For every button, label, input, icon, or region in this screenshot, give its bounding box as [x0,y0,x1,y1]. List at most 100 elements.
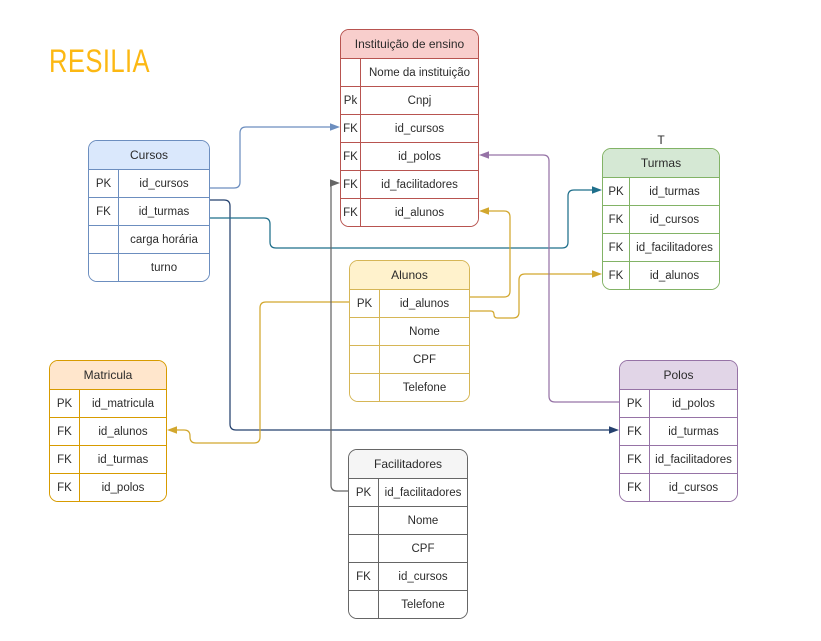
entity-title-matricula: Matricula [50,361,166,390]
key-cell: FK [89,198,119,225]
field-cell: id_alunos [399,297,450,310]
entity-row-instituicao-de-ensino-cnpj[interactable]: Pk Cnpj [341,87,478,115]
entity-row-polos-id_polos[interactable]: PK id_polos [620,390,737,418]
field-cell: id_polos [101,482,145,494]
field-cell: id_facilitadores [381,178,458,191]
key-cell: FK [603,262,630,289]
key-cell: FK [620,418,650,445]
field-cell: id_turmas [668,425,719,438]
entity-row-matricula-id_alunos[interactable]: FK id_alunos [50,418,166,446]
field-cell: CPF [413,353,436,366]
key-cell: FK [50,446,80,473]
field-cell: id_facilitadores [384,486,462,499]
entity-annotation-turmas: T [657,133,665,147]
entity-row-turmas-id_cursos[interactable]: FK id_cursos [603,206,719,234]
key-cell: FK [50,474,80,501]
key-cell: FK [603,234,630,261]
field-cell: Nome da instituição [369,66,470,79]
key-cell [341,59,361,86]
entity-title-turmas: Turmas [603,149,719,178]
field-cell: id_cursos [668,482,719,494]
connector-cursos-id_cursos-to-instituicao-fk-id_cursos[interactable] [210,126,330,189]
entity-row-alunos-id_alunos[interactable]: PK id_alunos [350,290,469,318]
arrowhead-icon [592,270,602,278]
entity-row-facilitadores-cpf[interactable]: CPF [349,535,467,563]
field-cell: id_cursos [649,213,700,226]
key-cell: PK [620,390,650,417]
entity-title-facilitadores: Facilitadores [349,450,467,479]
key-cell [349,507,379,534]
entity-row-facilitadores-id_cursos[interactable]: FK id_cursos [349,563,467,591]
entity-row-facilitadores-telefone[interactable]: Telefone [349,591,467,618]
key-cell: FK [620,446,650,473]
entity-row-cursos-carga-hor-ria[interactable]: carga horária [89,226,209,254]
entity-row-matricula-id_matricula[interactable]: PK id_matricula [50,390,166,418]
key-cell: FK [50,418,80,445]
arrowhead-icon [167,426,177,434]
field-cell: Nome [409,325,440,338]
key-cell: FK [349,563,379,590]
field-cell: id_polos [398,150,441,163]
entity-row-polos-id_facilitadores[interactable]: FK id_facilitadores [620,446,737,474]
arrowhead-icon [592,186,602,194]
key-cell: PK [603,178,630,205]
field-cell: id_cursos [139,177,189,190]
key-cell: FK [603,206,630,233]
entity-row-facilitadores-nome[interactable]: Nome [349,507,467,535]
entity-row-polos-id_cursos[interactable]: FK id_cursos [620,474,737,501]
key-cell: Pk [341,87,361,114]
field-cell: carga horária [130,233,198,246]
key-cell: PK [350,290,380,317]
entity-row-polos-id_turmas[interactable]: FK id_turmas [620,418,737,446]
field-cell: id_cursos [398,570,448,583]
entity-row-matricula-id_polos[interactable]: FK id_polos [50,474,166,501]
entity-row-instituicao-de-ensino-id_facilitadores[interactable]: FK id_facilitadores [341,171,478,199]
entity-row-alunos-telefone[interactable]: Telefone [350,374,469,401]
connector-alunos-id_alunos-to-turmas-fk-id_alunos[interactable] [470,273,592,319]
key-cell [89,254,119,281]
entity-row-alunos-cpf[interactable]: CPF [350,346,469,374]
field-cell: id_matricula [92,397,154,410]
entity-row-cursos-id_cursos[interactable]: PK id_cursos [89,170,209,198]
key-cell: FK [341,115,361,142]
key-cell [350,374,380,401]
field-cell: id_facilitadores [655,453,732,466]
arrowhead-icon [330,179,340,187]
key-cell: FK [341,171,361,198]
field-cell: id_polos [672,397,715,410]
field-cell: Cnpj [407,94,432,107]
entity-row-alunos-nome[interactable]: Nome [350,318,469,346]
field-cell: Telefone [401,599,445,611]
entity-row-instituicao-de-ensino-nome-da-institui-o[interactable]: Nome da instituição [341,59,478,87]
entity-title-instituicao-de-ensino: Instituição de ensino [341,30,478,59]
connector-polos-id_polos-to-instituicao-fk-id_polos[interactable] [489,154,619,403]
field-cell: Telefone [402,382,447,394]
entity-row-cursos-turno[interactable]: turno [89,254,209,281]
key-cell: FK [341,199,361,226]
key-cell: PK [50,390,80,417]
key-cell: PK [89,170,119,197]
resilia-logo: RESILIA [49,43,150,79]
key-cell: FK [620,474,650,501]
entity-title-polos: Polos [620,361,737,390]
connector-facilitadores-pk-to-instituicao-fk-id_facilitadores[interactable] [330,182,348,492]
field-cell: id_alunos [98,425,148,438]
connector-alunos-id_alunos-to-matricula-fk-id_alunos[interactable] [177,301,349,444]
